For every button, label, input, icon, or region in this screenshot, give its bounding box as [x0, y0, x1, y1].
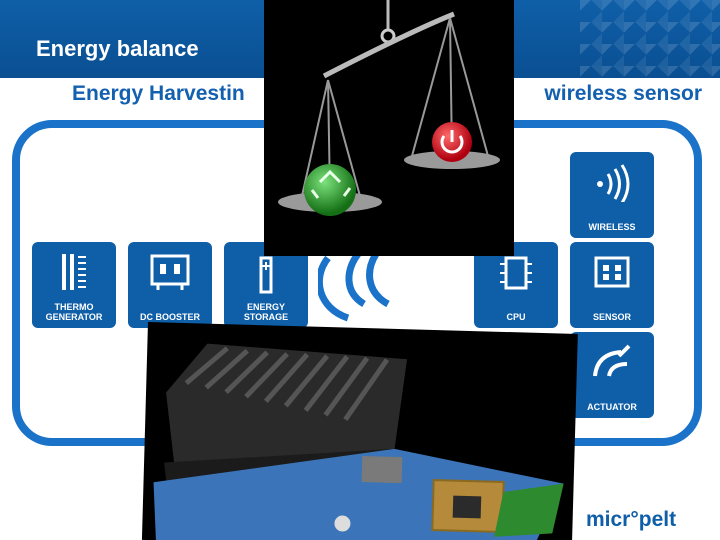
subtitle-right: wireless sensor	[544, 82, 702, 105]
tile-label: ACTUATOR	[587, 402, 637, 412]
thermo-generator-icon	[62, 254, 86, 290]
battery-icon	[259, 256, 273, 294]
page-title: Energy balance	[36, 36, 199, 61]
balance-scale-image	[278, 0, 500, 216]
tile-actuator: ACTUATOR	[570, 332, 654, 418]
connector-curves	[318, 251, 390, 322]
tile-label: WIRELESS	[588, 222, 636, 232]
tile-label: THERMO GENERATOR	[45, 302, 103, 322]
header-decoration	[580, 0, 720, 78]
tile-thermo-generator: THERMO GENERATOR	[32, 242, 116, 328]
recycle-icon	[304, 164, 356, 216]
tile-label: SENSOR	[592, 312, 631, 322]
tile-label: DC BOOSTER	[139, 312, 200, 322]
tile-energy-storage: ENERGY STORAGE	[224, 242, 308, 328]
thermo-device-photo	[141, 322, 578, 540]
micropelt-logo: micr°pelt	[586, 508, 677, 531]
tile-label: ENERGY STORAGE	[243, 302, 289, 322]
cpu-icon	[500, 256, 532, 290]
actuator-icon	[593, 344, 631, 377]
slide-subtitle: Energy Harvestin wireless sensor	[72, 82, 702, 106]
balance-scale-photo	[264, 0, 514, 256]
tile-sensor: SENSOR	[570, 242, 654, 328]
dc-booster-icon	[150, 254, 190, 290]
sensor-icon	[594, 256, 630, 288]
tile-label: CPU	[506, 312, 526, 322]
subtitle-left: Energy Harvestin	[72, 82, 245, 105]
heatsink-board-image	[153, 343, 564, 540]
tile-cpu: CPU	[474, 242, 558, 328]
tile-dc-booster: DC BOOSTER	[128, 242, 212, 328]
wireless-icon	[597, 164, 630, 202]
tile-wireless: WIRELESS	[570, 152, 654, 238]
